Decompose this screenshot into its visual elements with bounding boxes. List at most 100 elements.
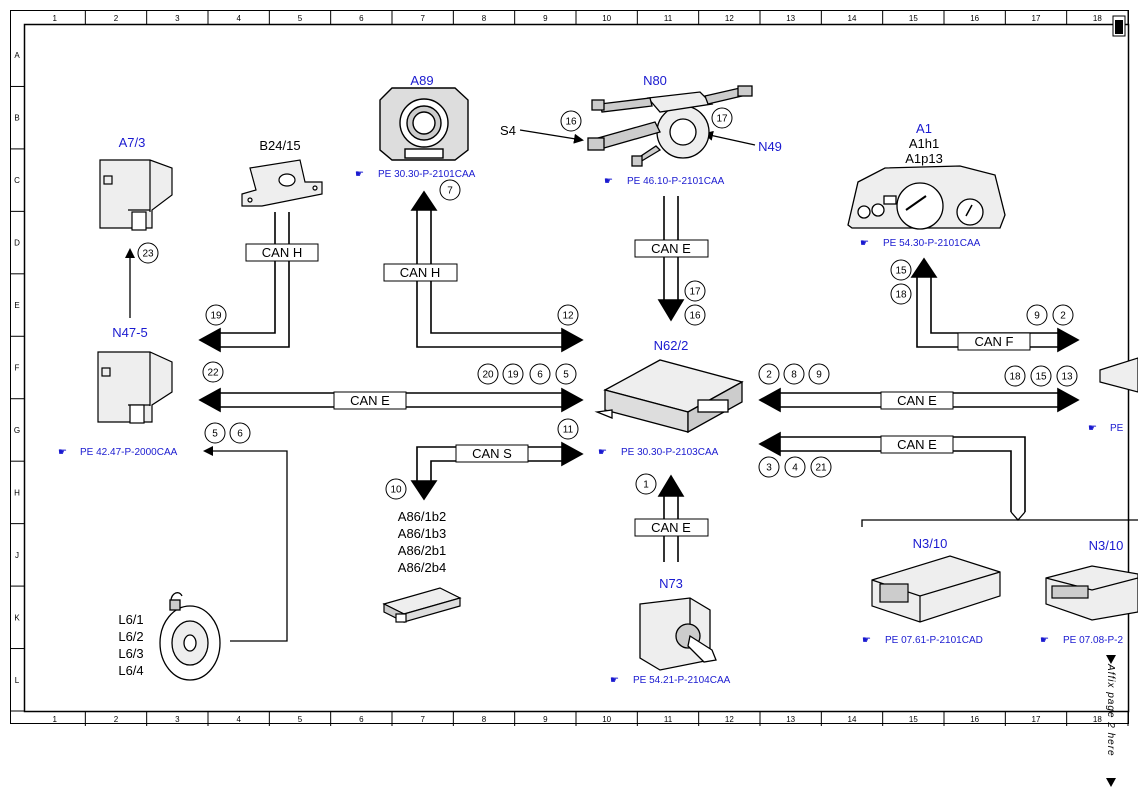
svg-text:6: 6 [537,370,543,381]
svg-text:20: 20 [482,370,494,381]
page-corner-icon [1112,15,1126,37]
svg-text:CAN F: CAN F [975,334,1014,349]
connection-circle: 6 [229,422,251,444]
a86-label-4: A86/2b4 [398,560,446,575]
ref-n47-5[interactable]: ☛ PE 42.47-P-2000CAA [58,447,178,458]
connection-circle: 5 [204,422,226,444]
ref-n3-10-a[interactable]: ☛ PE 07.61-P-2101CAD [862,635,983,646]
l6-label-1: L6/1 [118,612,143,627]
grid-row-letter: D [14,239,20,248]
grid-row-letter: C [14,176,20,185]
ref-right-text: PE [1110,423,1124,434]
connection-circle: 19 [502,363,524,385]
n62-2-control-unit-icon [594,359,744,434]
ref-n3-10-b[interactable]: ☛ PE 07.08-P-2 [1040,635,1123,646]
svg-text:8: 8 [791,370,797,381]
l6-label-2: L6/2 [118,629,143,644]
line-n49 [703,130,756,146]
grid-column-number: 17 [1032,14,1041,23]
connection-circle: 13 [1056,365,1078,387]
ref-n73[interactable]: ☛ PE 54.21-P-2104CAA [610,675,731,686]
grid-column-number: 1 [52,14,57,23]
line-s4 [519,129,584,144]
pointer-hand-icon: ☛ [58,447,67,458]
pointer-hand-icon: ☛ [355,169,364,180]
grid-column-number: 10 [602,715,611,724]
pointer-hand-icon: ☛ [1088,423,1097,434]
ref-n62-2[interactable]: ☛ PE 30.30-P-2103CAA [598,447,719,458]
svg-text:CAN H: CAN H [262,245,302,260]
grid-column-number: 8 [482,14,487,23]
grid-column-number: 8 [482,715,487,724]
connection-circle: 11 [557,418,579,440]
connection-circle: 19 [205,304,227,326]
bus-label-can-e-up: CAN E [634,518,709,537]
svg-text:CAN E: CAN E [897,393,937,408]
connection-circle: 18 [1004,365,1026,387]
bus-label-can-e-right: CAN E [880,391,954,410]
bus-label-can-e-left: CAN E [333,391,407,410]
connection-circle: 18 [890,283,912,305]
ref-right-partial[interactable]: ☛ PE [1088,423,1124,434]
svg-text:7: 7 [447,186,453,197]
grid-column-number: 7 [420,14,425,23]
ref-a89[interactable]: ☛ PE 30.30-P-2101CAA [355,169,476,180]
l6-label-3: L6/3 [118,646,143,661]
n3-10-engine-control-unit-icon [871,555,1001,623]
ref-a89-text: PE 30.30-P-2101CAA [378,169,476,180]
svg-text:18: 18 [1009,372,1021,383]
connection-circle: 16 [560,110,582,132]
svg-text:2: 2 [1060,311,1066,322]
connection-circle: 15 [890,259,912,281]
svg-text:21: 21 [815,463,827,474]
connection-circle: 1 [635,473,657,495]
svg-text:15: 15 [1035,372,1047,383]
grid-row-letter: F [15,364,20,373]
grid-row-letter: J [15,551,19,560]
grid-column-number: 3 [175,14,180,23]
bus-label-can-f: CAN F [957,332,1031,351]
n73-label: N73 [659,576,683,591]
grid-column-number: 9 [543,14,548,23]
ref-n62-2-text: PE 30.30-P-2103CAA [621,447,719,458]
a1-instrument-cluster-icon [847,165,1006,230]
ref-n80-text: PE 46.10-P-2101CAA [627,176,725,187]
grid-column-number: 16 [970,715,979,724]
n80-label: N80 [643,73,667,88]
ref-n80[interactable]: ☛ PE 46.10-P-2101CAA [604,176,725,187]
affix-note: Affix page 2 here [1105,663,1116,757]
grid-column-number: 5 [298,14,303,23]
grid-column-number: 11 [664,715,673,724]
b24-15-sensor-icon [241,159,323,207]
n3-10-a-label: N3/10 [913,536,948,551]
connection-circle: 5 [555,363,577,385]
grid-column-number: 9 [543,715,548,724]
grid-row-letter: L [15,676,20,685]
bus-label-can-h-1: CAN H [245,243,319,262]
grid-column-number: 13 [786,715,795,724]
a7-3-unit-icon [99,159,173,231]
svg-text:18: 18 [895,290,907,301]
grid-row-letter: A [14,51,20,60]
svg-text:CAN E: CAN E [651,520,691,535]
connection-circle: 23 [137,242,159,264]
ref-a1[interactable]: ☛ PE 54.30-P-2101CAA [860,238,981,249]
grid-column-number: 14 [848,14,857,23]
connection-circle: 22 [202,361,224,383]
svg-text:Affix page 2 here: Affix page 2 here [1105,663,1116,757]
connection-circle: 12 [557,304,579,326]
svg-text:17: 17 [716,114,728,125]
n3-10-module-icon [1045,565,1138,621]
connection-circle: 21 [810,456,832,478]
bus-label-can-h-2: CAN H [383,263,458,282]
bus-label-can-e-down: CAN E [634,239,709,258]
a86-label-1: A86/1b2 [398,509,446,524]
grid-column-number: 10 [602,14,611,23]
svg-text:17: 17 [689,287,701,298]
svg-text:10: 10 [390,485,402,496]
grid-row-letter: K [14,613,20,622]
